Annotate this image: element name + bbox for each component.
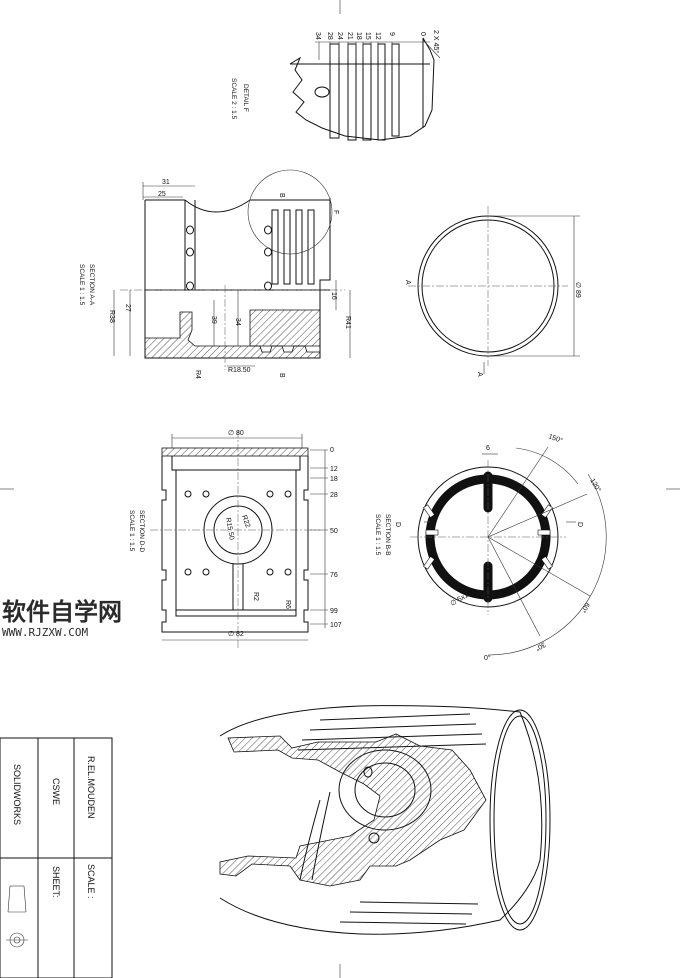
section-aa-dim-39: 39	[210, 316, 217, 324]
section-dd-stack-99: 99	[330, 608, 338, 615]
section-dd-r6: R6	[284, 600, 291, 609]
section-dd-stack-18: 18	[330, 476, 338, 483]
section-dd-dia-top: ∅ 80	[228, 430, 244, 437]
section-aa-mark-b-bot: B	[278, 373, 285, 378]
section-aa-mark-f: F	[332, 210, 339, 214]
section-dd-r15: R15.50	[224, 517, 235, 541]
top-view-dia: ∅ 89	[574, 282, 581, 298]
section-bb-a150: 150°	[547, 432, 564, 445]
detail-f-dim-9: 9	[388, 32, 395, 36]
detail-f-dim-0: 0	[419, 32, 426, 36]
section-bb-a60: 60°	[579, 601, 591, 614]
section-bb-title: SECTION B-B	[384, 514, 391, 556]
section-dd-scale: SCALE 1 : 1.5	[128, 510, 135, 552]
title-block-software: SOLIDWORKS	[12, 764, 22, 825]
section-aa-r4: R4	[194, 370, 201, 379]
title-block-org: CSWE	[51, 778, 61, 805]
top-view-a-bot: A	[476, 372, 483, 377]
title-block-author: R.EL.MOUDEN	[86, 756, 96, 819]
section-aa-r41: R41	[344, 316, 351, 329]
section-bb-d-left: D	[394, 522, 401, 527]
section-aa-dim-27: 27	[124, 304, 131, 312]
detail-f-view: 34 28 24 21 18 15 12 9 0 2 X 45° DETAIL …	[230, 30, 441, 141]
section-aa-dim-34: 34	[234, 318, 241, 326]
top-view: ∅ 89 A A	[404, 206, 581, 377]
title-block-scale-label: SCALE :	[86, 864, 96, 899]
section-dd-stack-107: 107	[330, 622, 342, 629]
section-aa-r38: R38	[108, 310, 115, 323]
title-block-sheet-label: SHEET:	[51, 866, 61, 898]
detail-f-dim-15: 15	[364, 32, 371, 40]
detail-f-dim-18: 18	[355, 32, 362, 40]
detail-f-scale: SCALE 2 : 1.5	[230, 78, 237, 120]
detail-f-dim-24: 24	[336, 32, 343, 40]
section-dd-dia-bot: ∅ 82	[228, 631, 244, 638]
isometric-view	[219, 705, 551, 935]
detail-f-dim-34: 34	[314, 32, 321, 40]
section-bb-a120: 120°	[588, 477, 602, 494]
section-dd-stack-0: 0	[330, 447, 334, 454]
section-aa-dim-16: 16	[330, 292, 337, 300]
detail-f-dim-12: 12	[374, 32, 381, 40]
section-dd-stack-12: 12	[330, 466, 338, 473]
section-aa-view: 31 25 27 R38 39 34 16 R41 R4 R18.50 B B …	[78, 169, 351, 379]
section-aa-title: SECTION A-A	[88, 264, 95, 306]
detail-f-dim-21: 21	[346, 32, 353, 40]
section-aa-mark-b-top: B	[278, 193, 285, 198]
section-bb-scale: SCALE 1 : 1.5	[374, 514, 381, 556]
watermark-chinese: 软件自学网	[2, 598, 122, 626]
section-bb-w6: 6	[486, 445, 490, 452]
title-block: R.EL.MOUDEN CSWE SOLIDWORKS SCALE : SHEE…	[0, 737, 113, 978]
section-dd-stack-76: 76	[330, 572, 338, 579]
detail-f-chamfer: 2 X 45°	[432, 30, 440, 53]
watermark: 软件自学网 WWW.RJZXW.COM	[2, 598, 122, 639]
section-dd-r2: R2	[252, 592, 259, 601]
top-view-a-left: A	[404, 280, 411, 285]
section-aa-dim-31: 31	[162, 179, 170, 186]
section-aa-dim-25: 25	[158, 191, 166, 198]
detail-f-dim-28: 28	[326, 32, 333, 40]
section-aa-scale: SCALE 1 : 1.5	[78, 264, 85, 306]
section-dd-r22: R22	[240, 514, 251, 529]
section-dd-stack-28: 28	[330, 492, 338, 499]
section-bb-view: 6 150° 120° 60° 30° 0° ∅ 5x10 D D SECTIO…	[374, 432, 607, 662]
section-dd-title: SECTION D-D	[138, 510, 145, 553]
section-dd-stack-50: 50	[330, 528, 338, 535]
section-dd-view: ∅ 80 ∅ 82 R22 R15.50 R2 R6 0 12 18 28 50…	[128, 430, 342, 650]
section-bb-d-right: D	[576, 522, 583, 527]
section-bb-a30: 30°	[534, 640, 547, 652]
section-bb-a0: 0°	[484, 654, 491, 662]
section-aa-r18: R18.50	[228, 367, 251, 374]
watermark-url: WWW.RJZXW.COM	[2, 626, 88, 639]
detail-f-title: DETAIL F	[242, 84, 249, 112]
